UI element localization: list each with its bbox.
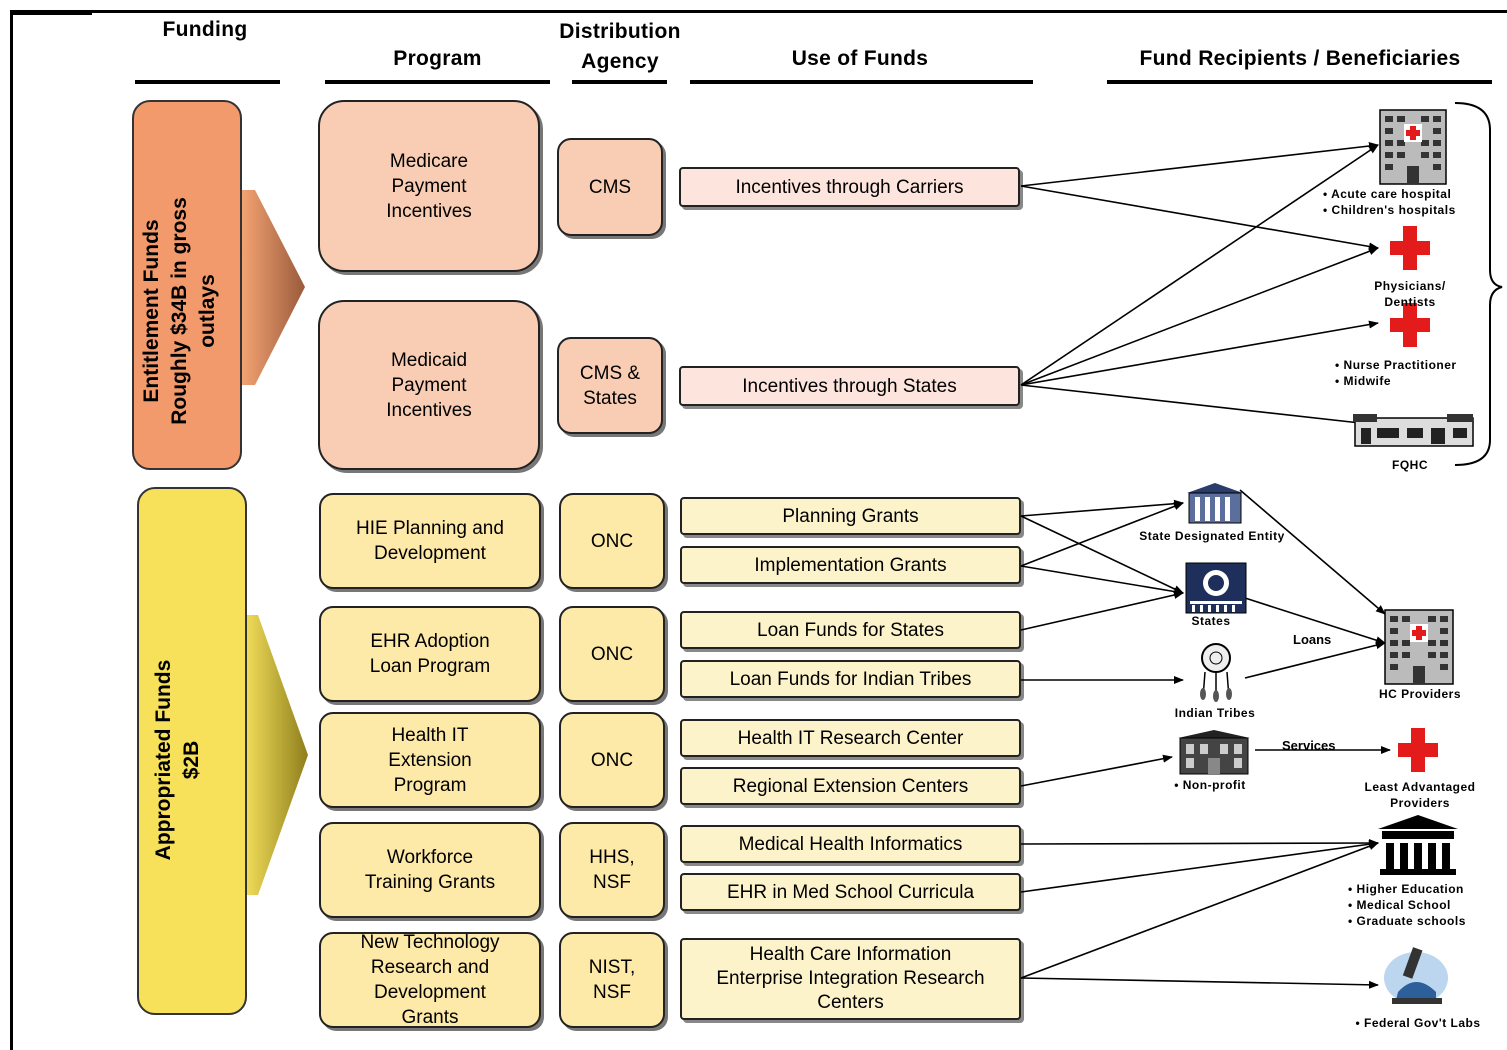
header-program: Program bbox=[393, 47, 482, 70]
label-hospital: • Acute care hospital • Children's hospi… bbox=[1323, 187, 1456, 217]
use-regional-extension-centers: Regional Extension Centers bbox=[680, 767, 1021, 805]
state-seal-icon bbox=[1185, 562, 1247, 614]
microscope-icon bbox=[1384, 947, 1448, 1004]
arrow-planning-entity bbox=[1020, 499, 1184, 517]
agency-onc-loan: ONC bbox=[559, 606, 665, 702]
funding-appropriated-box bbox=[137, 487, 247, 1015]
corner-mark bbox=[10, 10, 92, 15]
use-planning-grants: Planning Grants bbox=[680, 497, 1021, 535]
government-building-icon bbox=[1187, 483, 1243, 524]
label-hc-providers: HC Providers bbox=[1378, 687, 1462, 701]
red-cross-icon bbox=[1398, 728, 1438, 772]
label-indian-tribes: Indian Tribes bbox=[1174, 706, 1256, 720]
arrow-tribes-hcproviders bbox=[1244, 641, 1386, 679]
header-program-rule bbox=[325, 80, 550, 84]
header-agency: Distribution Agency bbox=[559, 20, 681, 73]
use-loan-indian-tribes: Loan Funds for Indian Tribes bbox=[680, 660, 1021, 698]
label-higher-ed: • Higher Education • Medical School • Gr… bbox=[1348, 882, 1466, 928]
label-nonprofit: • Non-profit bbox=[1174, 778, 1246, 792]
program-new-technology: New Technology Research and Development … bbox=[319, 932, 541, 1028]
agency-nist-nsf: NIST, NSF bbox=[559, 932, 665, 1028]
agency-cms-states: CMS & States bbox=[557, 337, 663, 434]
arrows bbox=[1020, 142, 1391, 989]
program-health-it-extension: Health IT Extension Program bbox=[319, 712, 541, 808]
program-medicare: Medicare Payment Incentives bbox=[318, 100, 540, 272]
arrow-rec-nonprofit bbox=[1020, 754, 1173, 787]
arrow-states-physicians bbox=[1020, 247, 1379, 386]
arrow-carriers-physicians bbox=[1020, 185, 1379, 251]
use-health-care-info-centers: Health Care Information Enterprise Integ… bbox=[680, 938, 1021, 1020]
university-icon bbox=[1378, 815, 1458, 875]
funding-entitlement-box bbox=[132, 100, 242, 470]
use-ehr-med-school: EHR in Med School Curricula bbox=[680, 873, 1021, 911]
label-state-entity: State Designated Entity bbox=[1139, 529, 1285, 543]
diagram-frame bbox=[10, 10, 1507, 1050]
label-nurse: • Nurse Practitioner • Midwife bbox=[1335, 358, 1457, 388]
header-recipients: Fund Recipients / Beneficiaries bbox=[1139, 47, 1461, 70]
use-incentives-carriers: Incentives through Carriers bbox=[679, 167, 1020, 207]
entitlement-arrow bbox=[240, 190, 305, 385]
use-incentives-states: Incentives through States bbox=[679, 366, 1020, 406]
appropriated-arrow bbox=[243, 615, 308, 895]
recipients-bracket bbox=[1454, 102, 1503, 466]
label-fqhc: FQHC bbox=[1392, 458, 1428, 472]
nonprofit-building-icon bbox=[1178, 730, 1250, 775]
arrow-states-hcproviders bbox=[1244, 597, 1386, 645]
red-cross-icon bbox=[1390, 226, 1430, 270]
arrow-states-nurse bbox=[1020, 320, 1379, 386]
header-agency-rule bbox=[572, 80, 667, 84]
agency-cms: CMS bbox=[557, 138, 663, 236]
arrow-hcinfo-labs bbox=[1020, 977, 1379, 989]
arrow-impl-entity bbox=[1020, 502, 1184, 567]
label-federal-labs: • Federal Gov't Labs bbox=[1355, 1016, 1481, 1030]
use-implementation-grants: Implementation Grants bbox=[680, 546, 1021, 584]
program-ehr-loan: EHR Adoption Loan Program bbox=[319, 606, 541, 702]
red-cross-icon bbox=[1390, 303, 1430, 347]
arrow-ehrschool-higher-ed bbox=[1020, 840, 1379, 893]
agency-hhs-nsf: HHS, NSF bbox=[559, 822, 665, 918]
header-funding-rule bbox=[135, 80, 280, 84]
hospital-building-icon bbox=[1384, 609, 1454, 685]
label-loans: Loans bbox=[1293, 632, 1332, 647]
header-recipients-rule bbox=[1107, 80, 1492, 84]
arrow-hcinfo-higher-ed bbox=[1020, 842, 1379, 979]
arrow-states-hospital bbox=[1020, 144, 1379, 386]
label-least-advantaged: Least Advantaged Providers bbox=[1364, 780, 1476, 810]
arrow-informatics-higher-ed bbox=[1020, 839, 1379, 848]
use-health-it-research-center: Health IT Research Center bbox=[680, 719, 1021, 757]
program-medicaid: Medicaid Payment Incentives bbox=[318, 300, 540, 470]
use-loan-states: Loan Funds for States bbox=[680, 611, 1021, 649]
clinic-building-icon bbox=[1353, 414, 1474, 447]
arrow-impl-states bbox=[1020, 565, 1184, 596]
agency-onc-hie: ONC bbox=[559, 493, 665, 589]
label-physicians: Physicians/ Dentists bbox=[1374, 279, 1446, 309]
label-states: States bbox=[1191, 614, 1231, 628]
arrow-loan-states bbox=[1020, 591, 1184, 631]
dreamcatcher-icon bbox=[1200, 643, 1232, 702]
label-services: Services bbox=[1282, 738, 1336, 753]
arrow-carriers-hospital bbox=[1020, 142, 1379, 187]
agency-onc-extension: ONC bbox=[559, 712, 665, 808]
use-medical-health-informatics: Medical Health Informatics bbox=[680, 825, 1021, 863]
arrow-entity-hcproviders bbox=[1239, 489, 1386, 615]
arrow-planning-states bbox=[1020, 515, 1184, 594]
hospital-building-icon bbox=[1379, 109, 1447, 185]
header-use: Use of Funds bbox=[791, 47, 929, 70]
program-hie: HIE Planning and Development bbox=[319, 493, 541, 589]
program-workforce: Workforce Training Grants bbox=[319, 822, 541, 918]
header-funding: Funding bbox=[162, 18, 248, 41]
arrow-states-fqhc bbox=[1020, 384, 1379, 428]
header-use-rule bbox=[690, 80, 1033, 84]
